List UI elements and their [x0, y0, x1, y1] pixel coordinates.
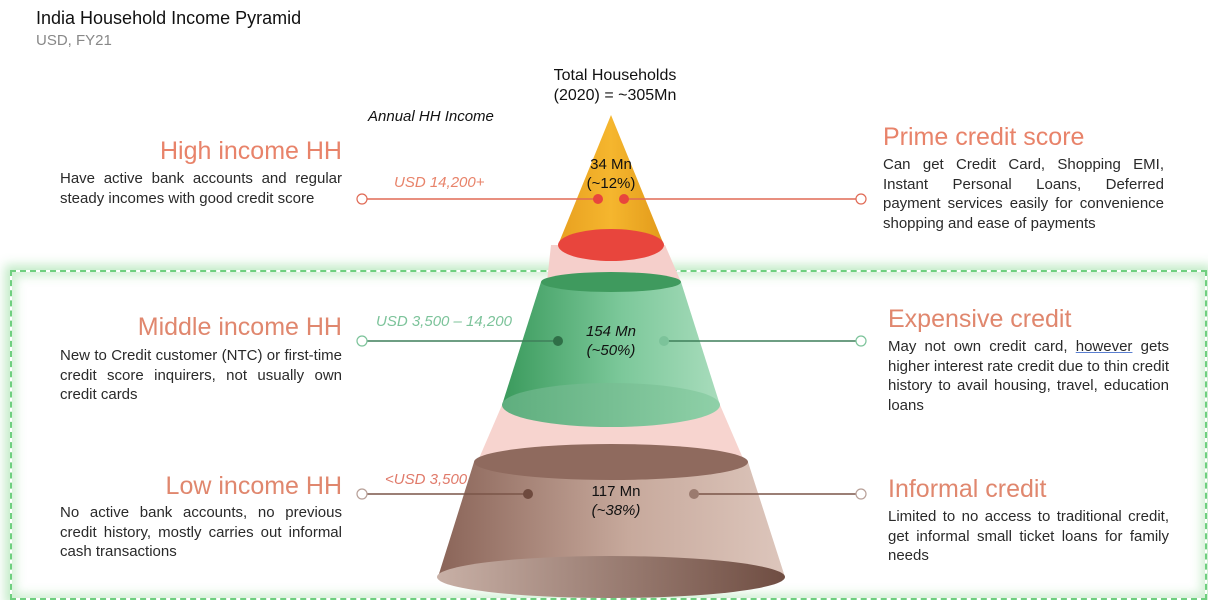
total-households-line1: Total Households	[553, 67, 677, 84]
expensive-credit-heading: Expensive credit	[888, 305, 1072, 333]
tier-high-households: 34 Mn	[590, 156, 632, 173]
marker-high-right-dot	[619, 194, 629, 204]
tier-low-top	[474, 444, 748, 480]
middle-income-heading: Middle income HH	[137, 313, 342, 341]
high-income-heading: High income HH	[159, 137, 342, 165]
marker-high-right-end	[855, 193, 867, 205]
low-income-heading: Low income HH	[165, 472, 342, 500]
marker-middle-right-end	[855, 335, 867, 347]
tier-low-households: 117 Mn	[591, 483, 641, 500]
tier-middle-top	[541, 272, 681, 292]
tier-low-value: 117 Mn (~38%)	[561, 482, 671, 520]
marker-middle-right-dot	[659, 336, 669, 346]
total-households: Total Households (2020) = ~305Mn	[520, 66, 710, 106]
marker-high-left-end	[356, 193, 368, 205]
marker-low-left-end	[356, 488, 368, 500]
middle-income-description: New to Credit customer (NTC) or first-ti…	[60, 347, 342, 403]
page-title: India Household Income Pyramid	[36, 8, 302, 28]
marker-low-left-dot	[523, 489, 533, 499]
marker-middle-left-dot	[553, 336, 563, 346]
prime-credit-description: Can get Credit Card, Shopping EMI, Insta…	[883, 156, 1164, 232]
expensive-credit-underlined-word: however	[1075, 338, 1133, 355]
income-low: <USD 3,500	[385, 471, 468, 488]
total-households-line2: (2020) = ~305Mn	[553, 87, 677, 104]
marker-low-right-dot	[689, 489, 699, 499]
informal-credit-description: Limited to no access to traditional cred…	[888, 508, 1169, 564]
income-high: USD 14,200+	[394, 174, 485, 191]
tier-low-share: (~38%)	[591, 502, 641, 519]
tier-middle-base	[502, 383, 720, 427]
expensive-credit-text-2: gets higher interest rate credit due to …	[888, 338, 1169, 414]
low-income-description: No active bank accounts, no previous cre…	[60, 504, 342, 560]
tier-middle-cone	[502, 282, 720, 405]
tier-high-value: 34 Mn (~12%)	[561, 155, 661, 193]
income-middle: USD 3,500 – 14,200	[376, 313, 512, 330]
page-subtitle: USD, FY21	[36, 32, 112, 49]
expensive-credit-text-1: May not own credit card,	[888, 338, 1076, 355]
high-income-description: Have active bank accounts and regular st…	[60, 170, 342, 207]
tier-middle-share: (~50%)	[586, 342, 636, 359]
tier-high-share: (~12%)	[586, 175, 636, 192]
tier-high-cone	[558, 115, 664, 245]
annual-income-label: Annual HH Income	[368, 108, 494, 125]
tier-high-base	[558, 229, 664, 261]
expensive-credit-description: May not own credit card, however gets hi…	[888, 337, 1169, 415]
marker-low-right-end	[855, 488, 867, 500]
tier-middle-value: 154 Mn (~50%)	[556, 322, 666, 360]
marker-high-left-dot	[593, 194, 603, 204]
prime-credit-heading: Prime credit score	[883, 123, 1085, 151]
marker-middle-left-end	[356, 335, 368, 347]
informal-credit-heading: Informal credit	[888, 475, 1047, 503]
tier-middle-households: 154 Mn	[585, 323, 637, 340]
tier-low-base	[437, 556, 785, 598]
